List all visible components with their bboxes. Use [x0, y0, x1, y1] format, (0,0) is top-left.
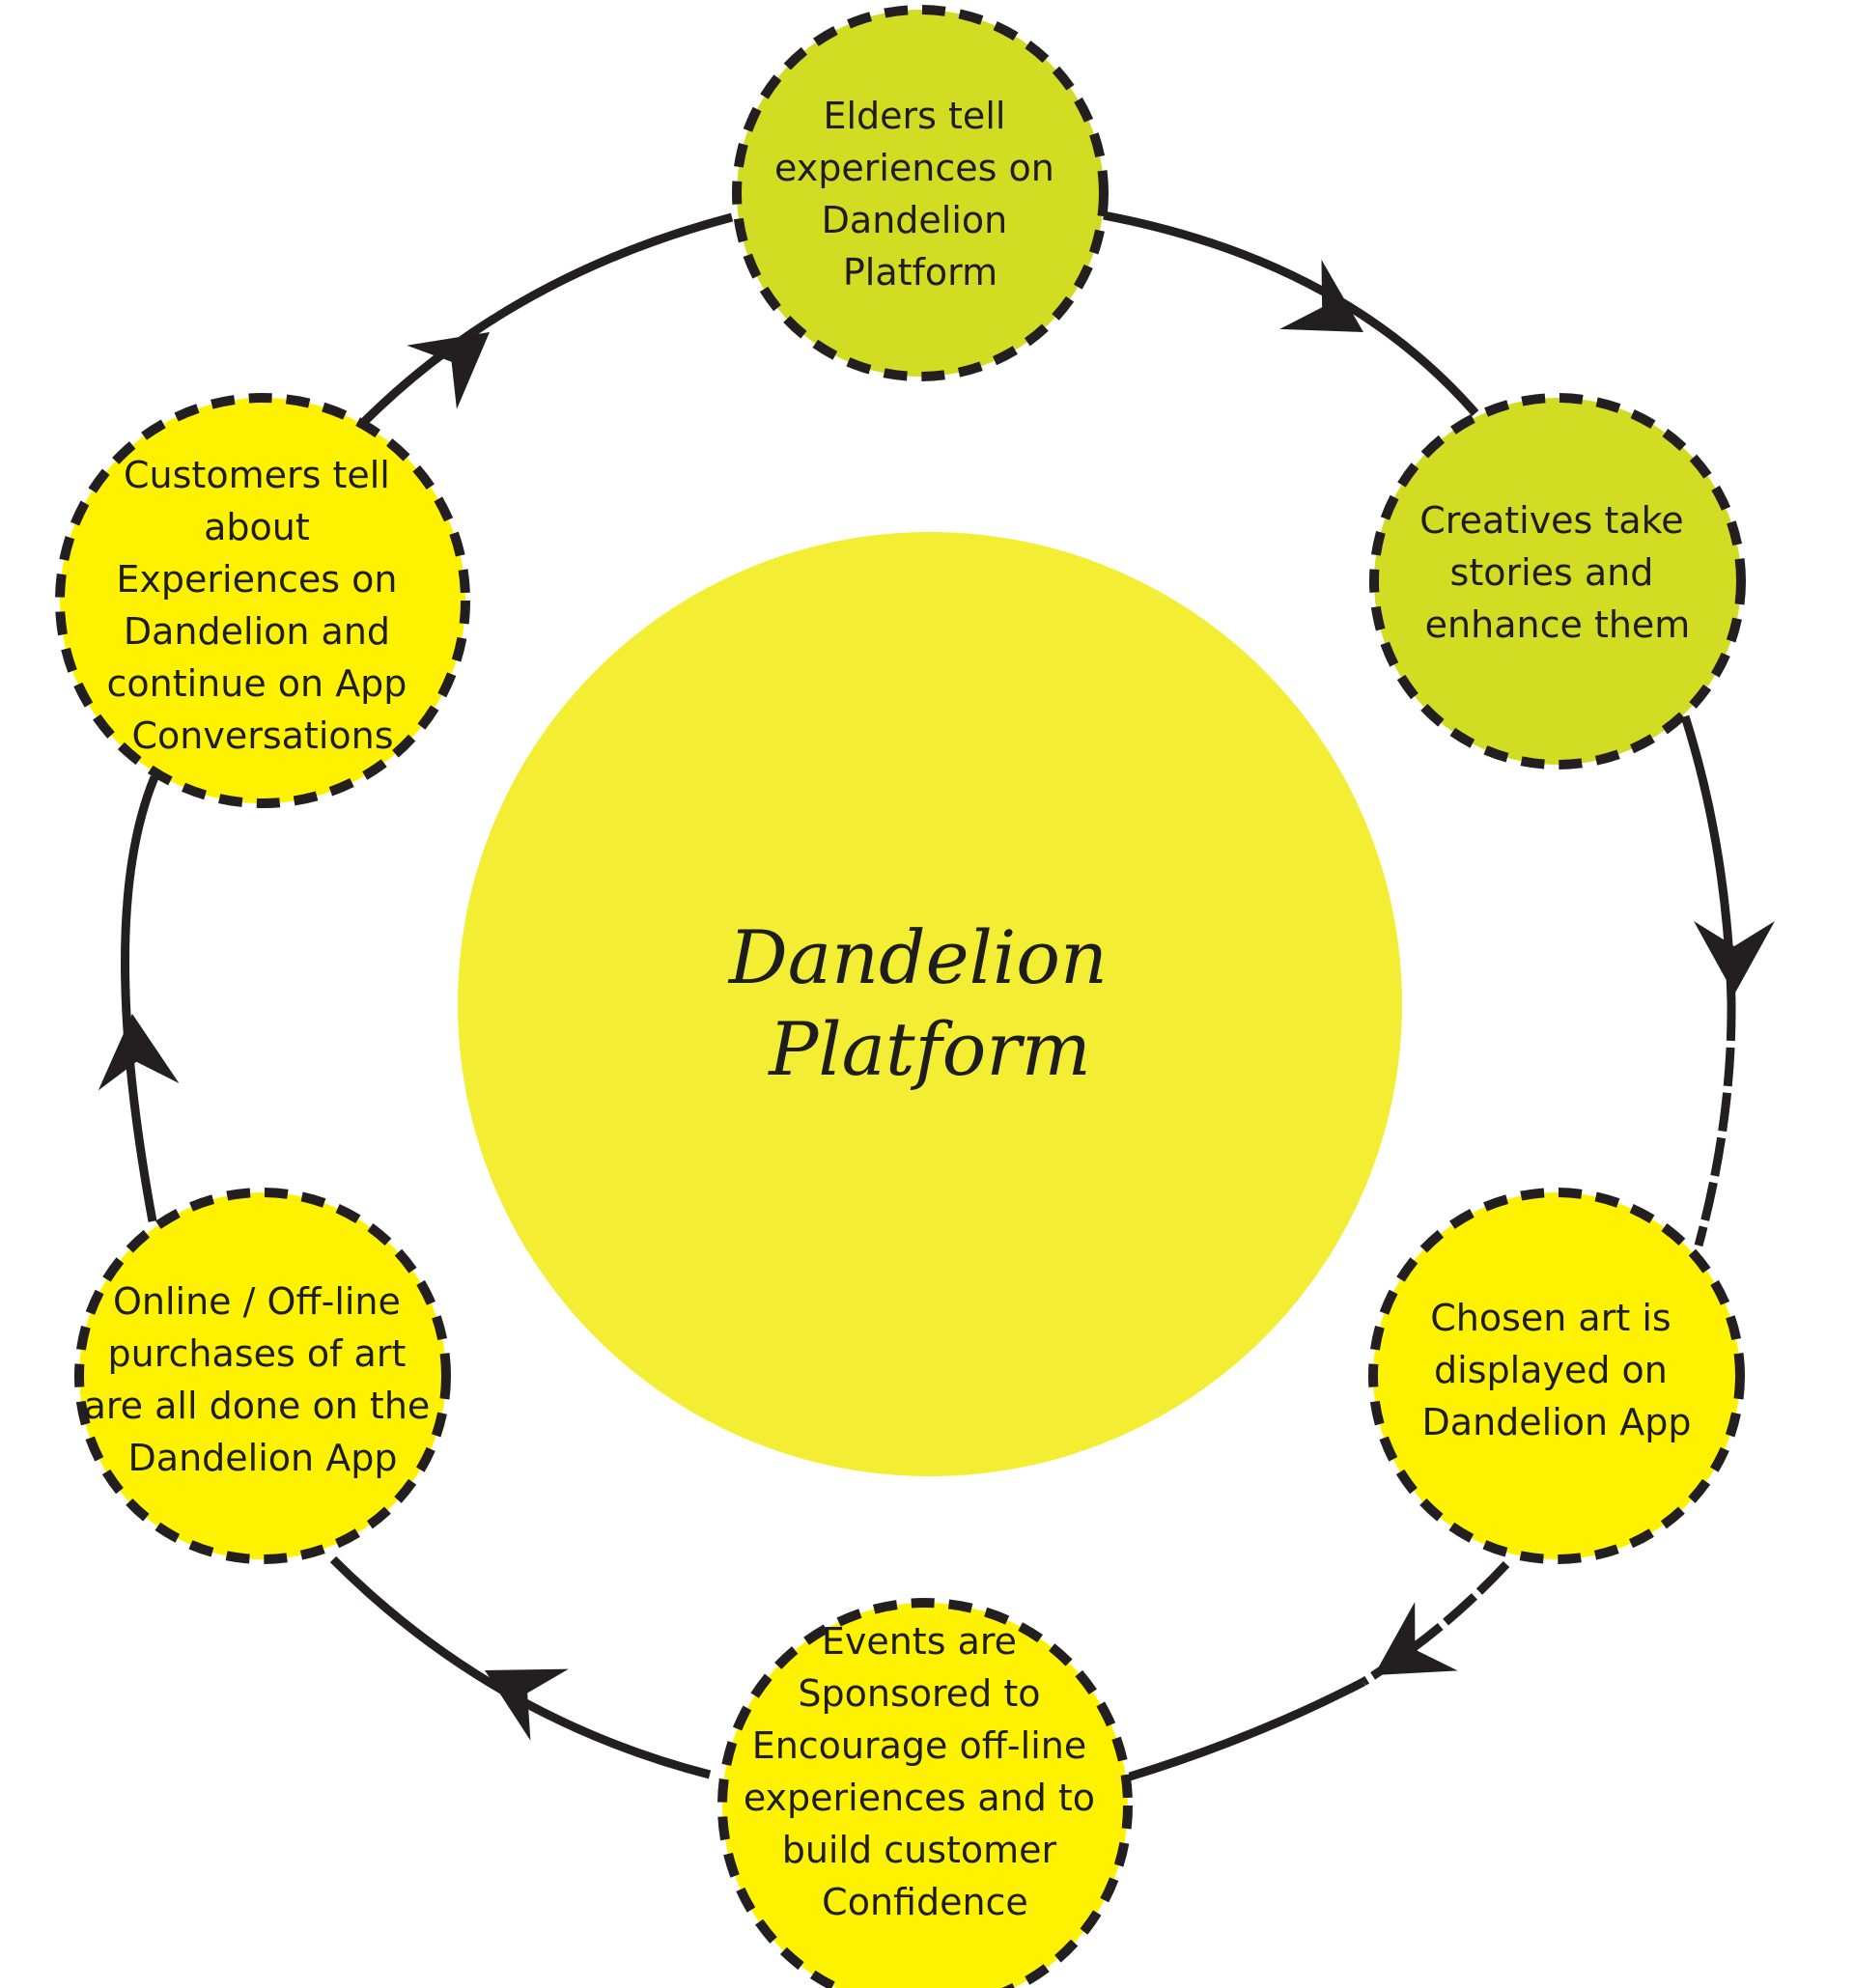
node-elders-text: Elders tell experiences on Dandelion Pla…: [774, 95, 1066, 294]
node-creatives-line-2: stories and: [1450, 551, 1654, 594]
node-purchases-line-4: Dandelion App: [128, 1437, 398, 1479]
node-events: Events are Sponsored to Encourage off-li…: [717, 1598, 1133, 1988]
node-creatives: Creatives take stories and enhance them: [1369, 393, 1746, 770]
node-events-line-4: experiences and to: [744, 1777, 1095, 1819]
center-hub: Dandelion Platform: [458, 532, 1402, 1476]
node-purchases-line-1: Online / Off-line: [113, 1280, 401, 1323]
center-title-line-2: Platform: [767, 1006, 1091, 1092]
arrowhead-events-to-purchases: [485, 1668, 569, 1741]
node-customers-circle: [55, 393, 470, 808]
node-creatives-line-3: enhance them: [1425, 603, 1691, 646]
node-purchases-circle: [74, 1188, 451, 1564]
node-events-line-2: Sponsored to: [798, 1672, 1040, 1715]
connector-events-to-purchases: [329, 1555, 712, 1779]
node-events-line-5: build customer: [782, 1829, 1057, 1871]
node-events-circle: [717, 1598, 1133, 1988]
node-creatives-text: Creatives take stories and enhance them: [1419, 499, 1696, 646]
node-creatives-line-1: Creatives take: [1419, 499, 1683, 542]
node-elders-line-4: Platform: [843, 251, 997, 294]
arrowhead-creatives-to-chosen-art: [1694, 921, 1775, 994]
node-chosen-art: Chosen art is displayed on Dandelion App: [1368, 1188, 1745, 1564]
connector-creatives-to-chosen-art-dashed: [1694, 1001, 1736, 1247]
center-title-line-1: Dandelion: [727, 914, 1108, 1000]
node-customers: Customers tell about Experiences on Dand…: [55, 393, 470, 808]
node-purchases-line-2: purchases of art: [108, 1332, 407, 1375]
arrowhead-purchases-to-customers: [98, 1014, 180, 1091]
node-customers-line-5: continue on App: [106, 662, 407, 705]
node-chosen-art-line-1: Chosen art is: [1430, 1297, 1671, 1339]
connector-elders-to-creatives: [1103, 210, 1479, 416]
connector-purchases-to-customers: [121, 775, 159, 1222]
node-customers-line-1: Customers tell: [124, 454, 390, 496]
node-customers-line-6: Conversations: [131, 714, 393, 757]
node-purchases-line-3: are all done on the: [84, 1385, 431, 1427]
node-customers-line-4: Dandelion and: [124, 610, 390, 653]
center-circle: [458, 532, 1402, 1476]
node-elders-circle: [732, 5, 1109, 381]
node-events-line-3: Encourage off-line: [752, 1724, 1087, 1767]
connector-chosen-art-to-events-solid: [1128, 1678, 1366, 1781]
node-creatives-circle: [1369, 393, 1746, 770]
arrowhead-customers-to-elders: [407, 332, 490, 409]
node-chosen-art-line-2: displayed on: [1434, 1349, 1668, 1391]
node-chosen-art-circle: [1368, 1188, 1745, 1564]
node-customers-line-3: Experiences on: [116, 558, 397, 601]
node-elders-line-1: Elders tell: [823, 95, 1005, 137]
arrowhead-chosen-art-to-events: [1374, 1602, 1458, 1675]
node-elders-line-2: experiences on: [774, 147, 1054, 189]
node-purchases-text: Online / Off-line purchases of art are a…: [84, 1280, 442, 1479]
node-elders: Elders tell experiences on Dandelion Pla…: [732, 5, 1109, 381]
node-customers-line-2: about: [204, 506, 310, 548]
node-customers-text: Customers tell about Experiences on Dand…: [106, 454, 418, 757]
center-title: Dandelion Platform: [727, 914, 1131, 1092]
node-chosen-art-text: Chosen art is displayed on Dandelion App: [1422, 1297, 1692, 1443]
arrowhead-elders-to-creatives: [1279, 259, 1363, 332]
node-purchases: Online / Off-line purchases of art are a…: [74, 1188, 451, 1564]
node-elders-line-3: Dandelion: [822, 199, 1008, 241]
node-events-text: Events are Sponsored to Encourage off-li…: [744, 1620, 1107, 1923]
node-events-line-6: Confidence: [822, 1881, 1028, 1923]
node-events-line-1: Events are: [822, 1620, 1017, 1663]
arrowheads: [98, 259, 1775, 1741]
node-chosen-art-line-3: Dandelion App: [1422, 1401, 1692, 1443]
connector-customers-to-elders: [360, 212, 734, 426]
